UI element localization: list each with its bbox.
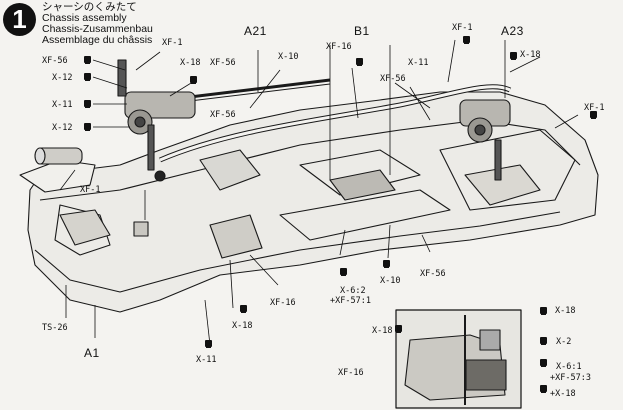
screw-marker <box>84 56 91 64</box>
title-french: Assemblage du châssis <box>42 34 153 46</box>
inset-callout-x2: X-2 <box>556 337 572 347</box>
screw-marker <box>540 307 547 315</box>
callout-x11: X-11 <box>196 355 217 365</box>
inset-callout-xf16: XF-16 <box>338 368 364 378</box>
callout-x18: X-18 <box>520 50 541 60</box>
callout-x10: X-10 <box>278 52 299 62</box>
callout-x18: X-18 <box>180 58 201 68</box>
screw-marker <box>540 337 547 345</box>
right-damper-assembly <box>459 99 511 181</box>
callout-xf1: XF-1 <box>452 23 473 33</box>
callout-xf57-1: +XF-57:1 <box>330 296 371 306</box>
screw-marker <box>84 73 91 81</box>
callout-xf56: XF-56 <box>210 58 236 68</box>
callout-xf56: XF-56 <box>380 74 406 84</box>
part-callout-a23: A23 <box>501 24 524 38</box>
screw-marker <box>340 268 347 276</box>
step-number-badge: 1 <box>3 3 36 36</box>
callout-x18: X-18 <box>232 321 253 331</box>
callout-xf56: XF-56 <box>210 110 236 120</box>
callout-xf1: XF-1 <box>162 38 183 48</box>
screw-marker <box>190 76 197 84</box>
step-title: シャーシのくみたて Chassis assembly Chassis-Zusam… <box>42 2 153 46</box>
screw-marker <box>540 359 547 367</box>
callout-x10: X-10 <box>380 276 401 286</box>
screw-marker <box>510 52 517 60</box>
screw-marker <box>240 305 247 313</box>
screw-marker <box>463 36 470 44</box>
screw-marker <box>84 123 91 131</box>
title-japanese: シャーシのくみたて <box>42 1 137 13</box>
callout-x12: X-12 <box>52 123 73 133</box>
screw-marker <box>356 58 363 66</box>
inset-callout-xf57-3: +XF-57:3 <box>550 373 591 383</box>
screw-marker <box>395 325 402 333</box>
callout-x11: X-11 <box>52 100 73 110</box>
screw-marker <box>84 100 91 108</box>
left-damper-assembly <box>117 59 196 182</box>
callout-xf56: XF-56 <box>420 269 446 279</box>
title-german: Chassis-Zusammenbau <box>42 23 153 35</box>
inset-callout-x18: X-18 <box>555 306 576 316</box>
screw-marker <box>540 385 547 393</box>
callout-xf1: XF-1 <box>584 103 605 113</box>
inset-callout-x18: +X-18 <box>550 389 576 399</box>
part-callout-b1: B1 <box>354 24 370 38</box>
screw-marker <box>383 260 390 268</box>
callout-xf16: XF-16 <box>270 298 296 308</box>
callout-xf16: XF-16 <box>326 42 352 52</box>
title-english: Chassis assembly <box>42 12 127 24</box>
part-callout-a1: A1 <box>84 346 100 360</box>
screw-marker <box>205 340 212 348</box>
callout-xf1: XF-1 <box>80 185 101 195</box>
inset-callout-x18: X-18 <box>372 326 393 336</box>
callout-x12: X-12 <box>52 73 73 83</box>
part-callout-a21: A21 <box>244 24 267 38</box>
callout-xf56: XF-56 <box>42 56 68 66</box>
callout-ts26: TS-26 <box>42 323 68 333</box>
callout-x6-2: X-6:2 <box>340 286 366 296</box>
callout-x11: X-11 <box>408 58 429 68</box>
inset-callout-x6-1: X-6:1 <box>556 362 582 372</box>
screw-marker <box>590 111 597 119</box>
